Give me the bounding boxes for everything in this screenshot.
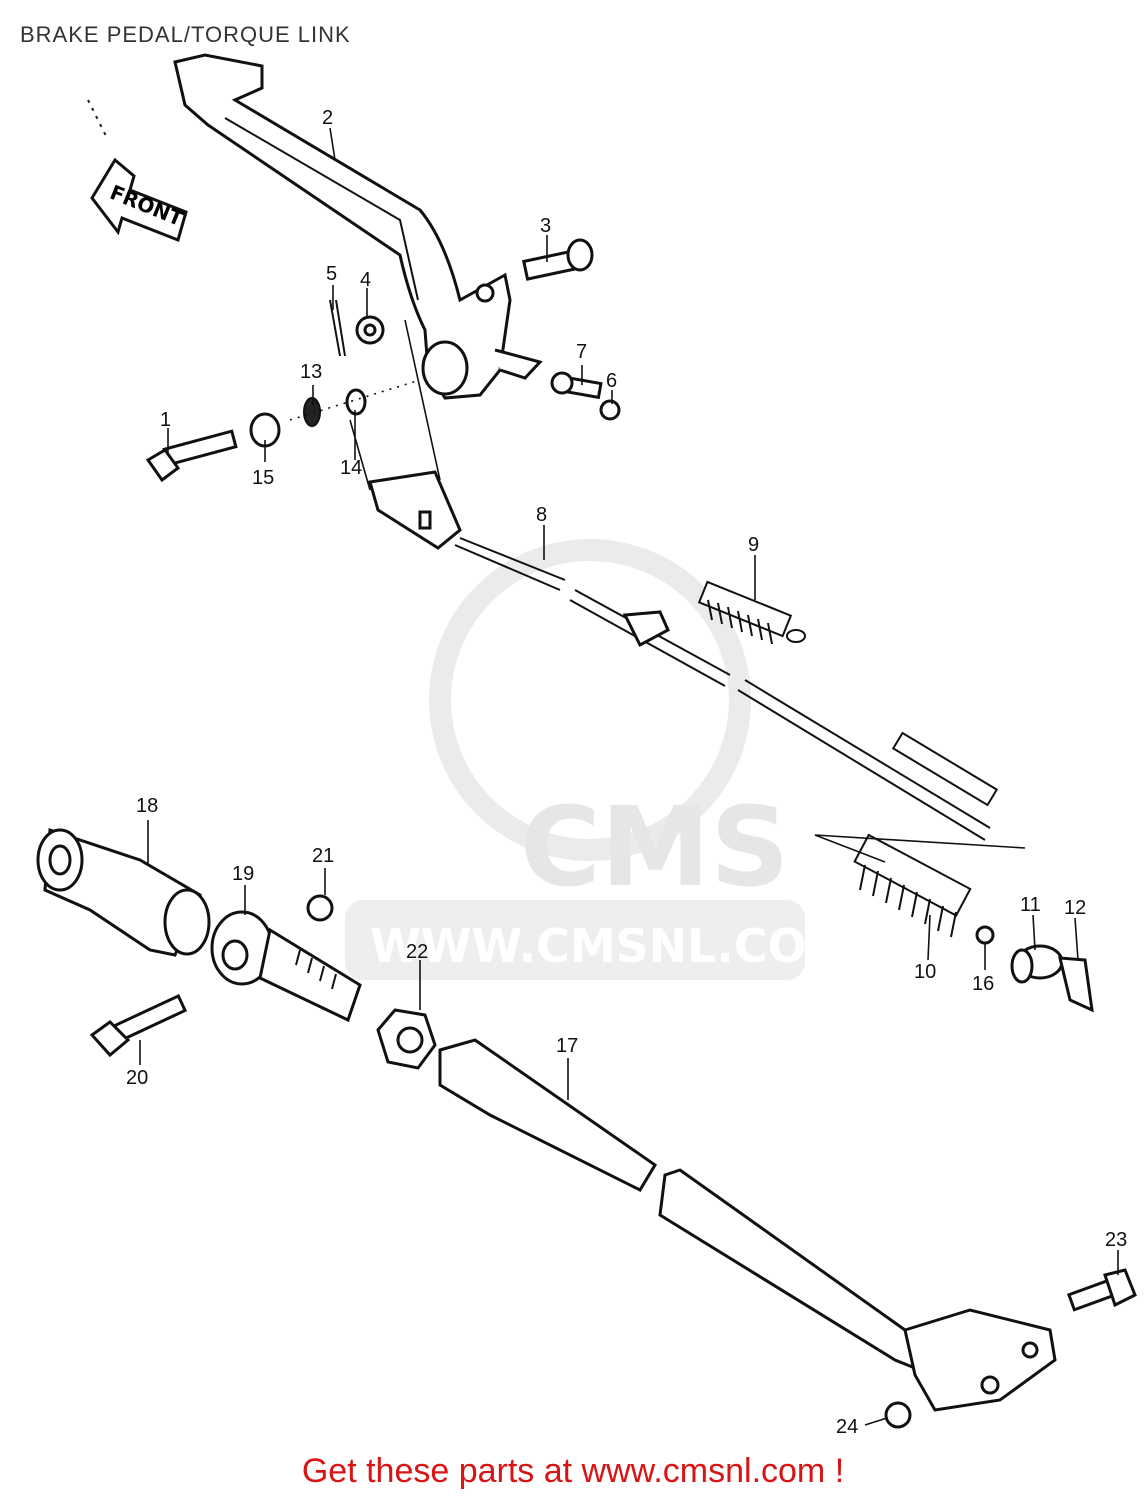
- part-label-3: 3: [540, 215, 551, 237]
- rod-end: [210, 910, 362, 1023]
- part-label-7: 7: [576, 341, 587, 363]
- wing-nut: [1058, 956, 1094, 1013]
- part-label-12: 12: [1064, 897, 1086, 919]
- pivot-bolt: [522, 238, 594, 281]
- part-label-21: 21: [312, 845, 334, 867]
- part-label-16: 16: [972, 973, 994, 995]
- watermark-logo: CMS: [520, 783, 789, 911]
- watermark-url: WWW.CMSNL.COM: [370, 919, 853, 973]
- cotter-pin: [329, 299, 346, 357]
- part-label-15: 15: [252, 467, 274, 489]
- part-label-13: 13: [300, 361, 322, 383]
- part-label-23: 23: [1105, 1229, 1127, 1251]
- brake-rod: [349, 319, 999, 841]
- watermark: CMS WWW.CMSNL.COM: [345, 539, 853, 980]
- part-label-1: 1: [160, 409, 171, 431]
- part-labels: 1 2 3 4 5 6 7 8 9 10 11 12 13 14 15 16 1…: [126, 107, 1127, 1438]
- torque-link-nut: [884, 1401, 912, 1429]
- part-label-6: 6: [606, 370, 617, 392]
- part-label-24: 24: [836, 1416, 858, 1438]
- o-ring: [303, 397, 321, 427]
- torque-link-bolt: [1066, 1268, 1137, 1312]
- part-label-2: 2: [322, 107, 333, 129]
- part-label-17: 17: [556, 1035, 578, 1057]
- diagram-title: BRAKE PEDAL/TORQUE LINK: [20, 22, 351, 47]
- adjuster-spring: [853, 833, 972, 938]
- part-label-5: 5: [326, 263, 337, 285]
- part-label-9: 9: [748, 534, 759, 556]
- part-label-22: 22: [406, 941, 428, 963]
- leader-lines: [139, 127, 1119, 1426]
- part-label-14: 14: [340, 457, 362, 479]
- part-label-4: 4: [360, 269, 371, 291]
- part-label-11: 11: [1020, 894, 1041, 916]
- part-label-20: 20: [126, 1067, 148, 1089]
- circlip: [345, 388, 367, 416]
- part-label-8: 8: [536, 504, 547, 526]
- pivot-shaft-bolt: [145, 429, 238, 483]
- spring-washer: [975, 925, 995, 945]
- lock-nut: [376, 1008, 437, 1070]
- footer-link[interactable]: Get these parts at www.cmsnl.com !: [301, 1452, 845, 1490]
- rod-end-nut: [306, 894, 334, 922]
- adjuster-pin: [1010, 944, 1064, 984]
- torque-link: [438, 1038, 1057, 1412]
- part-label-19: 19: [232, 863, 254, 885]
- adjuster-nut: [599, 399, 621, 421]
- adjuster-bolt: [550, 371, 603, 400]
- rubber-boot: [36, 827, 211, 957]
- part-label-18: 18: [136, 795, 158, 817]
- return-spring: [697, 580, 806, 645]
- brake-pedal: [173, 53, 543, 400]
- rod-end-bolt: [89, 993, 188, 1058]
- part-label-10: 10: [914, 961, 936, 983]
- front-arrow-icon: FRONT: [87, 99, 188, 242]
